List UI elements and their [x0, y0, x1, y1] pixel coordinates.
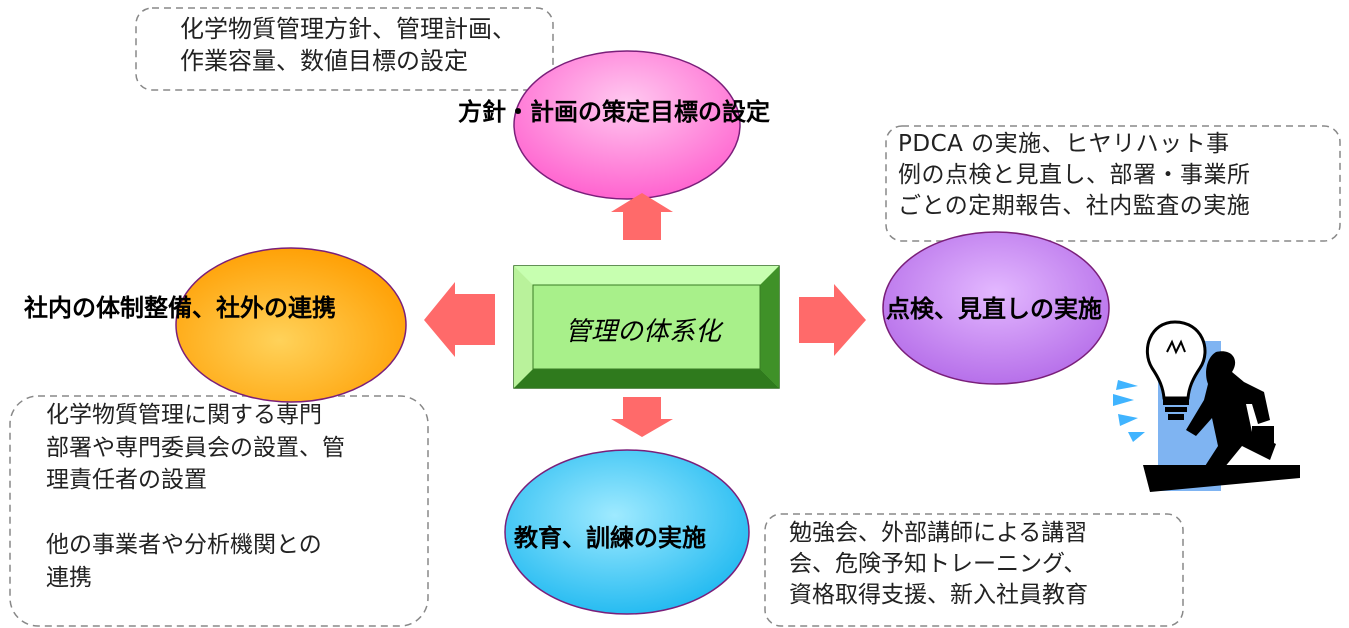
- note-bottom-line: 勉強会、外部講師による講習: [789, 520, 1088, 546]
- note-box-right: [885, 125, 1341, 242]
- node-bottom-ellipse: [504, 449, 750, 615]
- note-box-bottom: [764, 513, 1184, 627]
- note-box-top: [135, 7, 554, 91]
- arrow-right: [799, 284, 866, 356]
- node-top-ellipse: [513, 50, 741, 200]
- note-top: 化学物質管理方針、管理計画、 作業容量、数値目標の設定: [180, 13, 516, 78]
- note-left-line: 連携: [46, 564, 92, 591]
- note-left: 化学物質管理に関する専門 部署や専門委員会の設置、管 理責任者の設置 他の事業者…: [46, 399, 345, 594]
- lightbulb-businessman-clipart: [1113, 320, 1300, 492]
- note-box-left: [9, 395, 429, 627]
- note-left-line: 他の事業者や分析機関との: [46, 531, 322, 558]
- note-right: PDCA の実施、ヒヤリハット事 例の点検と見直し、部署・事業所 ごとの定期報告…: [898, 129, 1251, 222]
- node-left-label: 社内の体制整備、社外の連携: [24, 294, 336, 322]
- node-right-label: 点検、見直しの実施: [886, 295, 1102, 323]
- arrow-down: [611, 397, 673, 437]
- center-label: 管理の体系化: [565, 317, 722, 347]
- note-bottom-line: 会、危険予知トレーニング、: [789, 551, 1087, 578]
- arrow-up: [611, 193, 673, 240]
- note-top-line: 化学物質管理方針、管理計画、: [180, 15, 516, 43]
- node-left-ellipse: [175, 247, 407, 403]
- note-left-line: 部署や専門委員会の設置、管: [46, 434, 345, 461]
- node-right-ellipse: [882, 231, 1110, 385]
- note-right-line: PDCA の実施、ヒヤリハット事: [898, 131, 1230, 157]
- arrow-left: [424, 282, 495, 357]
- center-box: [513, 265, 780, 389]
- note-bottom: 勉強会、外部講師による講習 会、危険予知トレーニング、 資格取得支援、新入社員教…: [789, 518, 1088, 611]
- note-left-line: 化学物質管理に関する専門: [46, 402, 322, 428]
- note-left-line: [46, 497, 345, 529]
- note-right-line: ごとの定期報告、社内監査の実施: [898, 193, 1251, 220]
- note-top-line: 作業容量、数値目標の設定: [180, 47, 468, 76]
- note-bottom-line: 資格取得支援、新入社員教育: [789, 582, 1088, 609]
- node-bottom-label: 教育、訓練の実施: [514, 524, 706, 552]
- node-top-label: 方針・計画の策定目標の設定: [458, 98, 770, 126]
- note-left-line: 理責任者の設置: [46, 467, 207, 494]
- note-right-line: 例の点検と見直し、部署・事業所: [898, 162, 1251, 189]
